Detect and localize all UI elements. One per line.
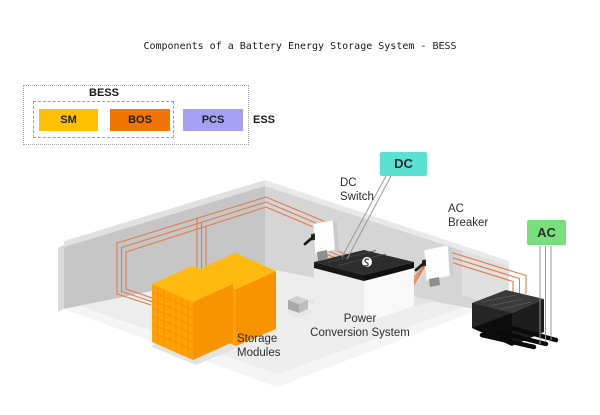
- bess-group-box: [23, 85, 249, 145]
- legend-bos-swatch: BOS: [110, 109, 170, 131]
- cable-line: [125, 206, 267, 300]
- dc-switch-label-line1: DC: [340, 177, 357, 189]
- junction-box-right: [299, 300, 308, 313]
- transformer-top-streak: [496, 301, 532, 311]
- front-module-right-face: [193, 284, 233, 360]
- storage-modules-group: [151, 253, 276, 360]
- pcs-slab-edge-right: [364, 262, 414, 281]
- cable-line: [120, 201, 267, 303]
- right-wall-top-strip: [265, 180, 509, 266]
- dc-badge-box: [380, 152, 427, 176]
- pcs-right-face: [364, 266, 414, 323]
- ac-breaker-lever: [414, 261, 426, 272]
- cable-line: [403, 255, 514, 302]
- ac-breaker-device: [414, 244, 454, 287]
- component-labels: DC Switch AC Breaker Storage Modules Pow…: [237, 177, 488, 359]
- cable-line: [116, 196, 267, 306]
- pcs-left-face: [314, 266, 364, 323]
- leader-lines: [341, 175, 552, 344]
- junction-box-left: [288, 300, 299, 313]
- ac-breaker-label-line2: Breaker: [448, 217, 488, 229]
- ac-breaker-body: [423, 244, 451, 282]
- transformer-top-streak: [488, 298, 524, 307]
- sm-bos-group-box: [33, 101, 174, 138]
- legend-sm-swatch: SM: [39, 109, 98, 131]
- dc-switch-foot: [317, 250, 328, 261]
- ac-badge-box: [527, 220, 566, 245]
- ac-badge-label: AC: [537, 225, 556, 240]
- transformer-top-streak: [481, 294, 517, 303]
- dc-switch-lever: [303, 235, 315, 246]
- junction-box-top: [288, 296, 308, 304]
- dc-badge-label: DC: [394, 156, 413, 171]
- page-title: Components of a Battery Energy Storage S…: [143, 41, 457, 52]
- rear-module-right-face: [236, 271, 276, 346]
- pcs-logo-badge: [362, 257, 372, 267]
- dc-badge: DC: [380, 152, 427, 176]
- ac-breaker-label-line1: AC: [448, 203, 464, 215]
- transformer-prong: [509, 325, 559, 343]
- ac-cabling-to-transformer: [403, 247, 527, 302]
- rear-module-top-face: [195, 253, 276, 289]
- storage-modules-label-line1: Storage: [237, 333, 277, 345]
- pcs-logo-glyph: [363, 258, 370, 267]
- pcs-label-line1: Power: [344, 313, 377, 325]
- transformer-top-face: [472, 290, 544, 313]
- left-wall-top-strip: [64, 180, 265, 247]
- ac-badge: AC: [527, 220, 566, 245]
- battery-grid-pattern: [151, 286, 194, 358]
- dc-switch-body: [312, 219, 336, 255]
- dc-switch-label-line2: Switch: [340, 191, 374, 203]
- bess-label: BESS: [89, 87, 119, 99]
- power-conversion-system: [314, 250, 414, 323]
- storage-modules-label-line2: Modules: [237, 347, 281, 359]
- cable-line: [403, 251, 521, 297]
- transformer-prong: [494, 329, 549, 347]
- transformer-front-sheen: [472, 303, 512, 328]
- dc-switch-device: [303, 219, 339, 261]
- front-storage-module: [151, 266, 233, 360]
- pcs-label-line2: Conversion System: [310, 327, 410, 339]
- front-module-top-face: [152, 266, 233, 302]
- junction-box: [288, 296, 308, 313]
- pcs-top-streak: [337, 253, 387, 266]
- pcs-slab-edge-left: [314, 262, 364, 281]
- legend-pcs-swatch: PCS: [183, 109, 243, 131]
- ess-label: ESS: [253, 114, 276, 126]
- pcs-top-streak: [327, 250, 377, 263]
- transformer-prong: [479, 332, 537, 350]
- transformer-box: [472, 290, 559, 350]
- dc-leader-line: [341, 175, 387, 258]
- left-wall-endcap: [58, 245, 64, 312]
- ac-breaker-foot: [429, 277, 440, 287]
- cable-line: [403, 247, 527, 294]
- dc-leader-line: [346, 175, 392, 260]
- front-module-left-face: [152, 284, 193, 360]
